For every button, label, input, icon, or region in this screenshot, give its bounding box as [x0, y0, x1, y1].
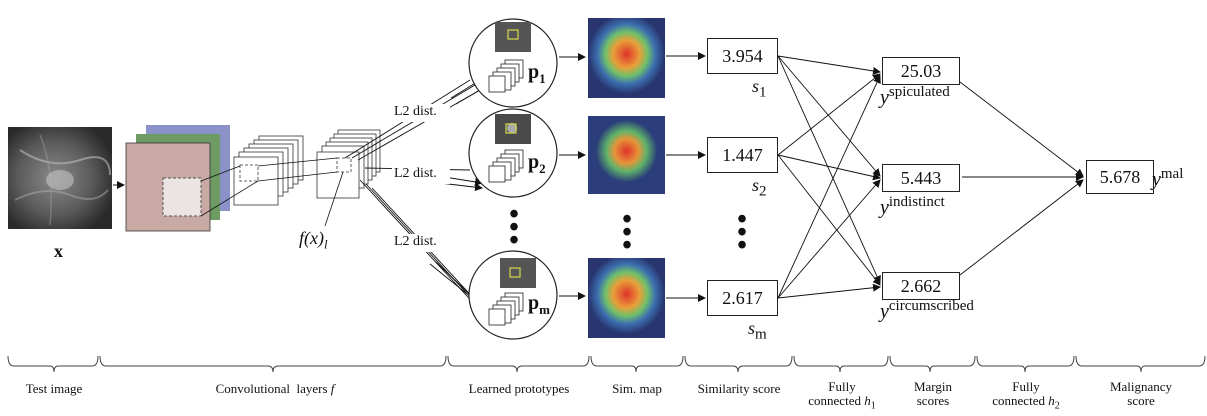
similarity-score-2: 1.447: [707, 137, 778, 173]
similarity-label-m-text: s: [748, 318, 756, 338]
caption-fc-h1-line2-text: connected: [808, 393, 865, 408]
caption-fc-h2-line2-text: connected: [992, 393, 1049, 408]
caption-fc-h2-line1: Fully: [1012, 379, 1040, 394]
prototype-circle-2: [468, 108, 558, 198]
similarity-label-2: s2: [752, 175, 767, 201]
sim-map-m: [588, 258, 665, 338]
caption-fc-h2-sub: 2: [1054, 400, 1060, 412]
malignancy-label: ymal: [1152, 166, 1183, 192]
margin-label-indistinct-sup: indistinct: [888, 194, 945, 210]
margin-label-spiculated-text: y: [880, 86, 889, 109]
ellipsis-prototypes: •••: [509, 199, 519, 256]
similarity-label-1-text: s: [752, 76, 760, 96]
input-label: x: [54, 241, 63, 261]
caption-conv-layers: Convolutional layers f: [150, 382, 400, 396]
proto-to-simmap-arrows: [559, 53, 586, 300]
feature-label-text: f(x): [299, 228, 324, 248]
margin-label-indistinct-text: y: [880, 196, 889, 219]
simmap-to-score-arrows: [666, 52, 706, 302]
caption-conv-layers-f: f: [330, 381, 335, 396]
prototype-label-1-sub: 1: [539, 71, 546, 86]
prototype-label-m: pm: [528, 292, 550, 318]
margin-label-circumscribed-sup: circumscribed: [888, 298, 974, 314]
caption-fc-h2-h: h: [1048, 393, 1055, 408]
caption-malignancy-line2: score: [1127, 393, 1155, 408]
prototype-label-2-text: p: [528, 151, 540, 173]
similarity-score-m: 2.617: [707, 280, 778, 316]
similarity-label-1-sub: 1: [759, 84, 767, 101]
similarity-label-m-sub: m: [755, 326, 767, 343]
margin-score-circumscribed: 2.662: [882, 272, 960, 300]
sim-map-2: [588, 116, 665, 194]
caption-fc-h1-line2: connected h1: [794, 394, 890, 414]
similarity-score-1: 3.954: [707, 38, 778, 74]
margin-label-spiculated-sup: spiculated: [888, 84, 950, 100]
malignancy-label-sup: mal: [1160, 166, 1184, 182]
l2-label-2: L2 dist.: [394, 166, 437, 181]
feature-stack-1: [233, 135, 304, 206]
feature-map-label: f(x)l: [299, 228, 328, 253]
ellipsis-simmaps: •••: [622, 204, 632, 261]
ellipsis-scores: •••: [737, 204, 747, 261]
feature-stack-2: [316, 129, 381, 199]
caption-fc-h1-line1: Fully: [828, 379, 856, 394]
caption-fc-h1-h: h: [864, 393, 871, 408]
caption-malignancy: Malignancy score: [1076, 380, 1206, 408]
margin-score-indistinct: 5.443: [882, 164, 960, 192]
feature-label-sub: l: [323, 236, 328, 252]
margin-label-circumscribed: ycircumscribed: [880, 298, 974, 324]
l2-label-3: L2 dist.: [394, 234, 437, 249]
prototype-label-1: p1: [528, 61, 546, 87]
conv-input-stack: [125, 125, 230, 232]
caption-fc-h1: Fully connected h1: [794, 380, 890, 414]
caption-fc-h2-line2: connected h2: [977, 394, 1075, 414]
caption-margin-line1: Margin: [913, 379, 953, 394]
malignancy-score: 5.678: [1086, 160, 1154, 194]
caption-margin-scores: Margin scores: [890, 380, 976, 408]
prototype-label-2-sub: 2: [539, 161, 546, 176]
caption-conv-layers-text: Convolutional layers: [215, 381, 331, 396]
margin-label-indistinct: yindistinct: [880, 194, 945, 220]
sim-map-1: [588, 18, 665, 98]
caption-margin-line2: scores: [916, 393, 950, 408]
caption-learned-prototypes: Learned prototypes: [468, 381, 570, 396]
caption-similarity-score: Similarity score: [697, 381, 781, 396]
caption-sim-map: Sim. map: [612, 381, 662, 396]
caption-fc-h2: Fully connected h2: [977, 380, 1075, 414]
prototype-label-2: p2: [528, 151, 546, 177]
caption-malignancy-line1: Malignancy: [1109, 379, 1173, 394]
prototype-circle-1: [468, 18, 558, 108]
prototype-label-1-text: p: [528, 61, 540, 83]
similarity-label-1: s1: [752, 76, 767, 102]
margin-score-spiculated: 25.03: [882, 57, 960, 85]
similarity-label-2-sub: 2: [759, 183, 767, 200]
fc-h1-lines: [777, 55, 881, 299]
fc-h2-lines: [959, 81, 1084, 276]
test-image: [8, 127, 112, 229]
caption-test-image: Test image: [25, 381, 83, 396]
prototype-circle-m: [468, 250, 558, 340]
l2-label-1: L2 dist.: [394, 104, 437, 119]
stage-bracket: [7, 355, 1206, 373]
prototype-label-m-sub: m: [539, 302, 550, 317]
margin-label-circumscribed-text: y: [880, 300, 889, 323]
similarity-label-2-text: s: [752, 175, 760, 195]
caption-fc-h1-sub: 1: [870, 400, 876, 412]
margin-label-spiculated: yspiculated: [880, 84, 950, 110]
malignancy-label-text: y: [1152, 168, 1161, 191]
similarity-label-m: sm: [748, 318, 767, 344]
prototype-label-m-text: p: [528, 292, 540, 314]
